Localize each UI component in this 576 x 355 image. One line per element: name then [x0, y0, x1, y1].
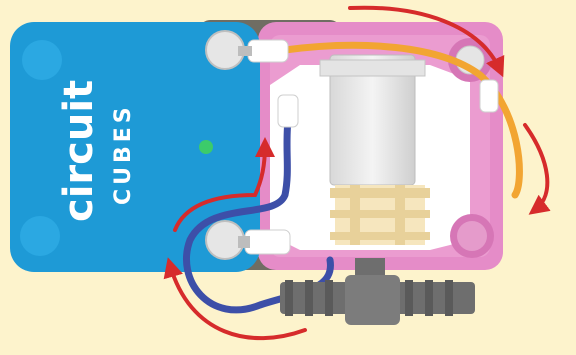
wire-connector: [278, 95, 298, 127]
gear-rack: [330, 185, 430, 245]
led-indicator-icon: [199, 140, 213, 154]
brand-cubes-label: CUBES: [111, 103, 136, 205]
brand-circuit-label: circuit: [56, 80, 102, 222]
wire-connector: [480, 80, 498, 112]
wire-connector: [248, 40, 288, 62]
wire-connector: [245, 230, 290, 254]
current-direction-arrow: [525, 125, 547, 210]
